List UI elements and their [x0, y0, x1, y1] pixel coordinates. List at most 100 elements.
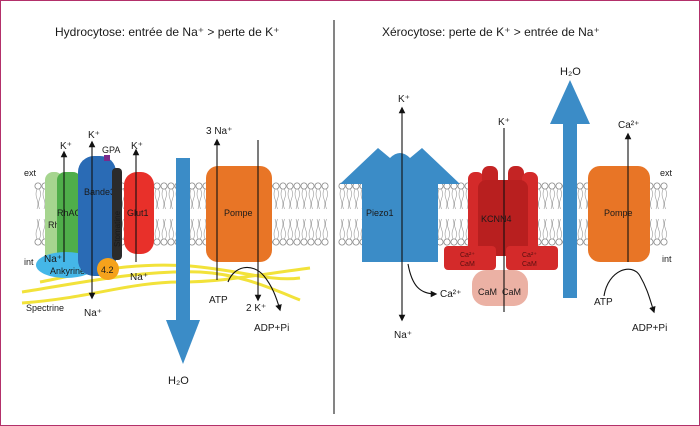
- lipid-tail: [542, 218, 548, 240]
- lipid-tail: [353, 188, 359, 210]
- pump-label-left: Pompe: [224, 208, 253, 218]
- h2o-label-left: H₂O: [168, 375, 189, 387]
- lipid-tail: [308, 218, 314, 240]
- lipid-tail: [294, 188, 300, 210]
- pump-label-right: Pompe: [604, 208, 633, 218]
- lipid-tail: [280, 188, 286, 210]
- lipid-tail: [451, 188, 457, 210]
- ca-label-piezo: Ca²⁺: [440, 289, 461, 300]
- atp-label-left: ATP: [209, 295, 228, 306]
- ext-label-left: ext: [24, 168, 37, 178]
- lipid-head: [167, 182, 175, 190]
- lipid-head: [300, 238, 308, 246]
- lipid-head: [548, 238, 556, 246]
- lipid-tail: [661, 188, 667, 210]
- piezo1-channel: [340, 148, 460, 262]
- lipid-tail: [189, 188, 195, 210]
- lipid-tail: [301, 188, 307, 210]
- right-transport-arrows: [398, 106, 656, 322]
- spectrine-label: Spectrine: [26, 303, 64, 313]
- stomatine-label: Stomatine: [113, 210, 122, 247]
- rh-label: Rh: [48, 220, 60, 230]
- ca-cam-left-cam: CaM: [460, 261, 475, 268]
- lipid-tail: [437, 188, 443, 210]
- lipid-tail: [451, 218, 457, 240]
- lipid-tail: [154, 218, 160, 240]
- k-label-glut1: K⁺: [131, 141, 143, 152]
- ca-label-pump: Ca²⁺: [618, 120, 639, 131]
- lipid-head: [307, 182, 315, 190]
- ankyrine-label: Ankyrine: [50, 266, 85, 276]
- lipid-head: [160, 182, 168, 190]
- lipid-tail: [196, 218, 202, 240]
- pump-protein-left: [206, 166, 272, 262]
- k-label-piezo: K⁺: [398, 94, 410, 105]
- lipid-tail: [549, 218, 555, 240]
- glut1-label: Glut1: [127, 208, 149, 218]
- lipid-head: [541, 182, 549, 190]
- cam-domain: [472, 270, 528, 306]
- lipid-head: [307, 238, 315, 246]
- 2k-label: 2 K⁺: [246, 303, 266, 314]
- lipid-head: [293, 182, 301, 190]
- int-label-right: int: [662, 254, 672, 264]
- lipid-tail: [577, 188, 583, 210]
- lipid-tail: [437, 218, 443, 240]
- na-label-rhag: Na⁺: [44, 254, 62, 265]
- water-arrow-down: [166, 158, 200, 364]
- atp-label-right: ATP: [594, 297, 613, 308]
- lipid-tail: [542, 188, 548, 210]
- right-panel-title: Xérocytose: perte de K⁺ > entrée de Na⁺: [382, 25, 600, 39]
- lipid-tail: [315, 218, 321, 240]
- lipid-head: [555, 238, 563, 246]
- ca-cam-right-cam: CaM: [522, 261, 537, 268]
- lipid-head: [314, 182, 322, 190]
- rhag-protein: [57, 172, 81, 264]
- adp-label-left: ADP+Pi: [254, 323, 289, 334]
- atp-hydrolysis-arrow-right: [603, 268, 656, 314]
- lipid-head: [576, 182, 584, 190]
- lipid-tail: [287, 218, 293, 240]
- kcnn4-label: KCNN4: [481, 214, 512, 224]
- lipid-tail: [346, 188, 352, 210]
- lipid-head: [576, 238, 584, 246]
- lipid-tail: [444, 188, 450, 210]
- adp-label-right: ADP+Pi: [632, 323, 667, 334]
- lipid-head: [153, 238, 161, 246]
- lipid-tail: [280, 218, 286, 240]
- lipid-tail: [308, 188, 314, 210]
- lipid-head: [314, 238, 322, 246]
- lipid-tail: [168, 218, 174, 240]
- pump-protein-right: [588, 166, 650, 262]
- lipid-head: [286, 238, 294, 246]
- lipid-head: [286, 182, 294, 190]
- lipid-head: [338, 238, 346, 246]
- lipid-head: [541, 238, 549, 246]
- lipid-head: [345, 238, 353, 246]
- gpa-marker: [104, 155, 110, 161]
- lipid-tail: [577, 218, 583, 240]
- k-label-kcnn4: K⁺: [498, 117, 510, 128]
- lipid-head: [272, 182, 280, 190]
- lipid-tail: [346, 218, 352, 240]
- lipid-head: [660, 182, 668, 190]
- lipid-head: [195, 238, 203, 246]
- lipid-tail: [322, 188, 328, 210]
- left-transport-arrows: [60, 138, 282, 312]
- lipid-tail: [294, 218, 300, 240]
- int-label-left: int: [24, 257, 34, 267]
- lipid-head: [555, 182, 563, 190]
- k-label-bande3: K⁺: [88, 130, 100, 141]
- lipid-tail: [161, 188, 167, 210]
- lipid-tail: [654, 218, 660, 240]
- lipid-head: [457, 238, 465, 246]
- lipid-tail: [273, 188, 279, 210]
- lipid-head: [443, 238, 451, 246]
- lipid-head: [660, 238, 668, 246]
- lipid-tail: [189, 218, 195, 240]
- water-arrow-up: [550, 80, 590, 298]
- cam-label-a: CaM: [478, 287, 497, 297]
- cam-label-b: CaM: [502, 287, 521, 297]
- lipid-head: [321, 238, 329, 246]
